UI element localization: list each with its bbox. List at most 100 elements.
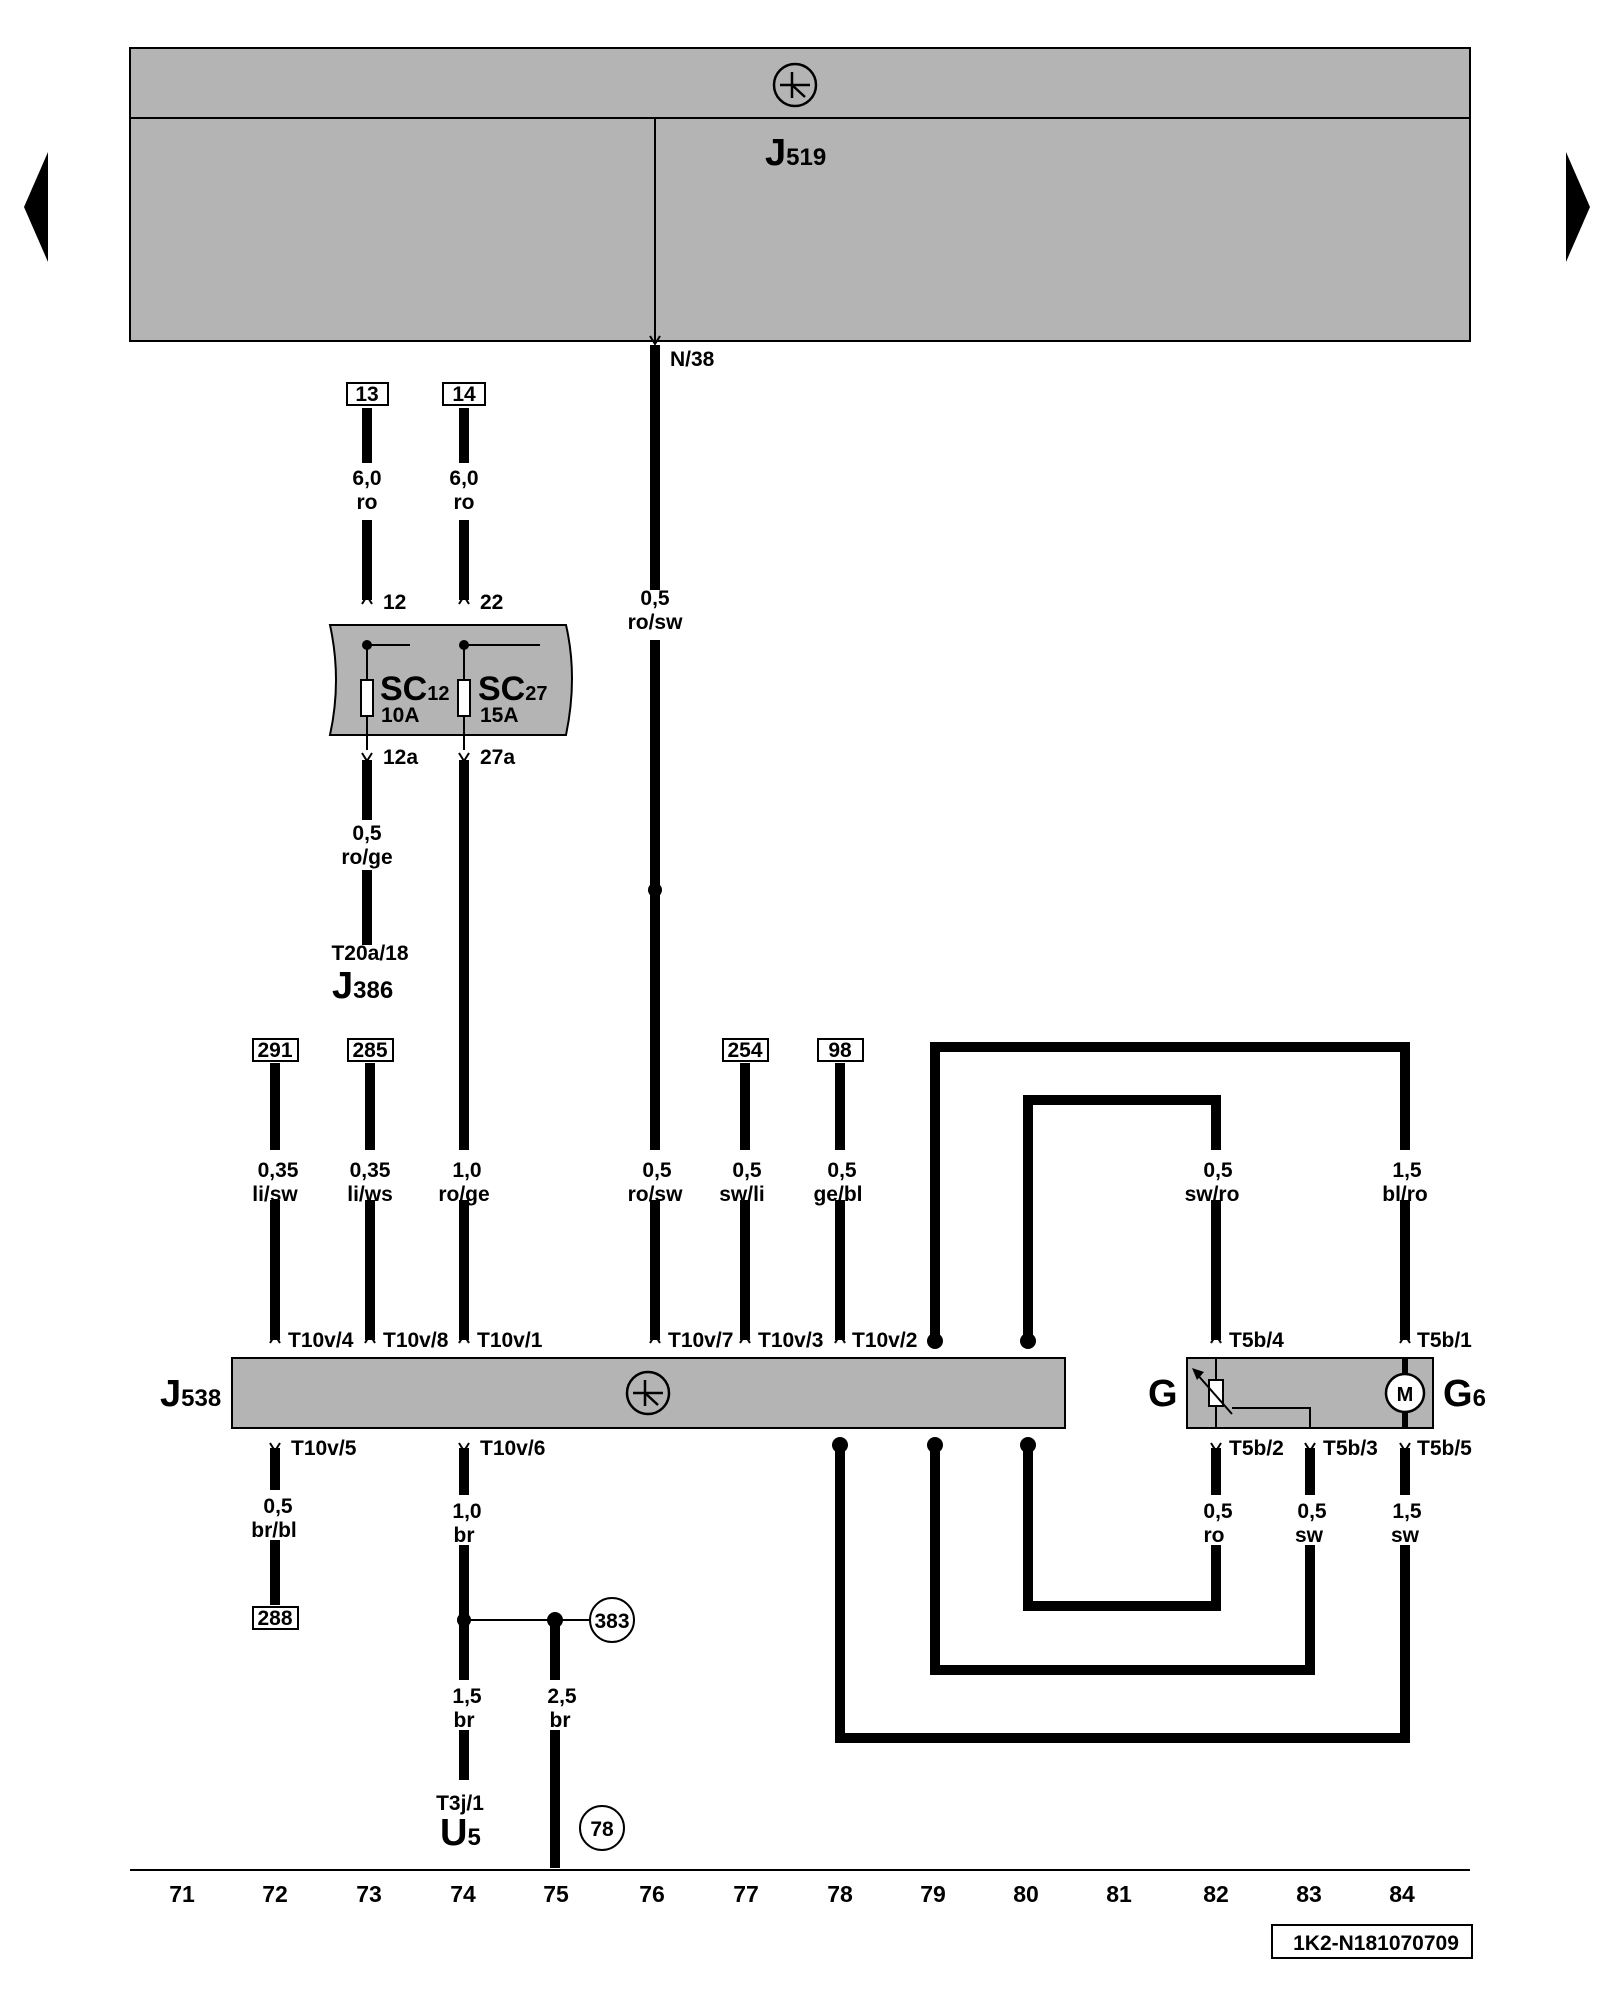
sc12-rating: 10A: [381, 704, 420, 727]
column-number: 74: [450, 1881, 476, 1907]
wire-color: sw: [1295, 1524, 1324, 1547]
motor-g6-icon: M: [1384, 1358, 1426, 1428]
wire-color: sw/ro: [1185, 1183, 1240, 1206]
electronic-module-icon: [625, 1370, 671, 1416]
box-ref-98[interactable]: 98: [817, 1038, 864, 1062]
wire-color: li/sw: [252, 1183, 298, 1206]
box-ref-13[interactable]: 13: [346, 382, 389, 406]
svg-text:M: M: [1397, 1384, 1414, 1406]
wire-size: 1,5: [452, 1685, 482, 1708]
wire-color: br: [550, 1709, 571, 1732]
circle-ref-383[interactable]: 383: [589, 1597, 635, 1643]
pin-label: 12a: [383, 746, 418, 769]
wire-size: 0,5: [827, 1159, 857, 1182]
fuse-sc27: [457, 679, 471, 717]
pin-label: N/38: [670, 348, 715, 371]
wire-size: 0,5: [1297, 1500, 1327, 1523]
svg-text:98: 98: [828, 1039, 852, 1062]
column-number: 76: [639, 1881, 665, 1907]
column-numbers: 71 72 73 74 75 76 77 78 79 80 81 82 83 8…: [169, 1881, 1415, 1907]
j519-label: J519: [765, 132, 826, 174]
pin-label: T10v/8: [383, 1329, 449, 1352]
box-ref-288[interactable]: 288: [252, 1606, 299, 1630]
wire-color: ro/ge: [438, 1183, 489, 1206]
junction-dots: [457, 883, 1036, 1628]
wire-size: 0,5: [352, 822, 382, 845]
wire-color: ge/bl: [813, 1183, 862, 1206]
j386-label: J386: [332, 965, 393, 1007]
wire-size: 0,5: [642, 1159, 672, 1182]
fuse-sc12: [360, 679, 374, 717]
pin-label: T5b/2: [1229, 1437, 1284, 1460]
wire-color: ro: [1204, 1524, 1225, 1547]
column-number: 84: [1389, 1881, 1415, 1907]
pin-label: 12: [383, 591, 406, 614]
pin-label: T10v/3: [758, 1329, 823, 1352]
g-label: G: [1148, 1373, 1178, 1415]
wires: [270, 345, 1410, 1868]
wire-size: 1,0: [452, 1159, 481, 1182]
pin-label: T5b/1: [1417, 1329, 1472, 1352]
sc27-label: SC27: [478, 670, 547, 708]
electronic-module-icon: [772, 62, 818, 108]
svg-text:78: 78: [590, 1818, 614, 1841]
wire-color: sw/li: [719, 1183, 765, 1206]
wire-color: sw: [1391, 1524, 1420, 1547]
prev-page-arrow-icon[interactable]: [24, 152, 48, 262]
box-ref-14[interactable]: 14: [442, 382, 486, 406]
wire-color: ro/ge: [341, 846, 392, 869]
pin-label: T10v/5: [291, 1437, 357, 1460]
wire-size: 0,5: [732, 1159, 762, 1182]
wire-color: br: [454, 1709, 475, 1732]
fuse-holder: [328, 624, 573, 736]
sc27-rating: 15A: [480, 704, 519, 727]
pin-label: T10v/4: [288, 1329, 354, 1352]
svg-text:1K2-N181070709: 1K2-N181070709: [1293, 1932, 1459, 1955]
column-number: 78: [827, 1881, 853, 1907]
diagram-code: 1K2-N181070709: [1271, 1924, 1473, 1959]
wire-size: 0,5: [640, 587, 670, 610]
svg-text:14: 14: [452, 383, 476, 406]
column-number: 80: [1013, 1881, 1039, 1907]
u5-label: U5: [440, 1812, 481, 1854]
wire-color: bl/ro: [1382, 1183, 1428, 1206]
wire-size: 6,0: [449, 467, 478, 490]
wire-size: 0,5: [263, 1495, 293, 1518]
column-number: 77: [733, 1881, 759, 1907]
wire-color: ro/sw: [628, 1183, 684, 1206]
wire-size: 0,35: [350, 1159, 391, 1182]
svg-text:285: 285: [352, 1039, 387, 1062]
wire-color: ro: [454, 491, 475, 514]
circle-ref-78[interactable]: 78: [579, 1805, 625, 1851]
column-number: 71: [169, 1881, 195, 1907]
column-number: 79: [920, 1881, 946, 1907]
sc12-label: SC12: [380, 670, 449, 708]
wire-color: ro: [357, 491, 378, 514]
column-number: 82: [1203, 1881, 1229, 1907]
pin-label: T5b/4: [1229, 1329, 1284, 1352]
pin-label: T10v/1: [477, 1329, 543, 1352]
wire-color: li/ws: [347, 1183, 393, 1206]
wire-size: 0,5: [1203, 1500, 1233, 1523]
svg-text:13: 13: [355, 383, 378, 406]
next-page-arrow-icon[interactable]: [1566, 152, 1590, 262]
wire-size: 0,35: [258, 1159, 299, 1182]
svg-text:383: 383: [594, 1610, 629, 1633]
wire-size: 0,5: [1203, 1159, 1233, 1182]
box-ref-285[interactable]: 285: [347, 1038, 394, 1062]
box-ref-254[interactable]: 254: [722, 1038, 769, 1062]
wire-size: 6,0: [352, 467, 381, 490]
column-number: 83: [1296, 1881, 1322, 1907]
column-number: 81: [1106, 1881, 1132, 1907]
pin-label: T10v/2: [852, 1329, 917, 1352]
wire-size: 2,5: [547, 1685, 577, 1708]
g6-label: G6: [1443, 1373, 1486, 1415]
box-ref-291[interactable]: 291: [252, 1038, 299, 1062]
pin-label: T10v/7: [668, 1329, 733, 1352]
wire-size: 1,5: [1392, 1159, 1422, 1182]
svg-text:288: 288: [257, 1607, 292, 1630]
wire-labels: 6,0 ro 6,0 ro 0,5 ro/sw 0,5 ro/ge 0,35 l…: [251, 467, 1428, 1732]
column-number: 75: [543, 1881, 569, 1907]
pin-label: T5b/5: [1417, 1437, 1472, 1460]
